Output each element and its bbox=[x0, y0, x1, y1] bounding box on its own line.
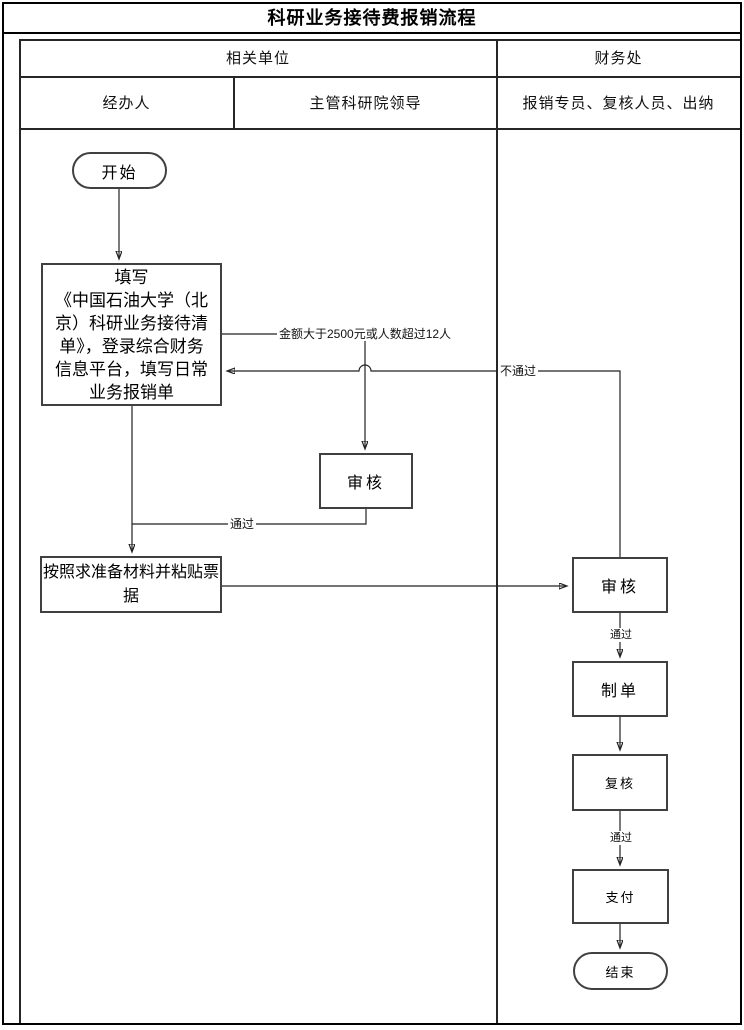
node-recheck: 复核 bbox=[572, 754, 668, 811]
edge-review-finance-fail-return bbox=[228, 364, 621, 557]
node-fill-form: 填写《中国石油大学（北京）科研业务接待清单》，登录综合财务信息平台，填写日常业务… bbox=[41, 263, 222, 406]
lane-header-related-units: 相关单位 bbox=[225, 50, 290, 67]
node-make-doc: 制单 bbox=[572, 661, 668, 717]
header-top-line bbox=[19, 39, 740, 41]
edge-label-amount-condition: 金额大于2500元或人数超过12人 bbox=[277, 327, 454, 341]
lane-subheader-leader: 主管科研院领导 bbox=[309, 94, 422, 112]
node-review-leader: 审核 bbox=[319, 453, 413, 509]
edge-label-pass-review-finance: 通过 bbox=[608, 628, 634, 642]
edge-review-leader-pass bbox=[132, 509, 367, 525]
subcolumn-divider-line bbox=[233, 76, 235, 130]
page-title: 科研业务接待费报销流程 bbox=[2, 2, 742, 34]
edge-label-fail: 不通过 bbox=[498, 364, 539, 378]
edge-label-pass-recheck: 通过 bbox=[608, 831, 634, 845]
gutter-column-line bbox=[19, 39, 21, 1023]
node-review-finance: 审核 bbox=[572, 557, 668, 613]
node-start: 开始 bbox=[72, 152, 167, 189]
node-end: 结束 bbox=[573, 952, 668, 990]
lane-divider-line bbox=[496, 39, 498, 1023]
node-pay: 支付 bbox=[572, 869, 669, 924]
lane-subheader-handler: 经办人 bbox=[102, 94, 151, 112]
header-bottom-line bbox=[19, 128, 740, 130]
node-prepare-materials: 按照求准备材料并粘贴票据 bbox=[40, 556, 222, 613]
lane-subheader-finance-staff: 报销专员、复核人员、出纳 bbox=[522, 94, 715, 112]
edge-label-pass-leader: 通过 bbox=[228, 517, 257, 531]
edge-amount-condition-to-review-leader bbox=[222, 333, 365, 448]
header-mid-line bbox=[19, 76, 740, 78]
lane-header-finance-office: 财务处 bbox=[594, 50, 643, 67]
